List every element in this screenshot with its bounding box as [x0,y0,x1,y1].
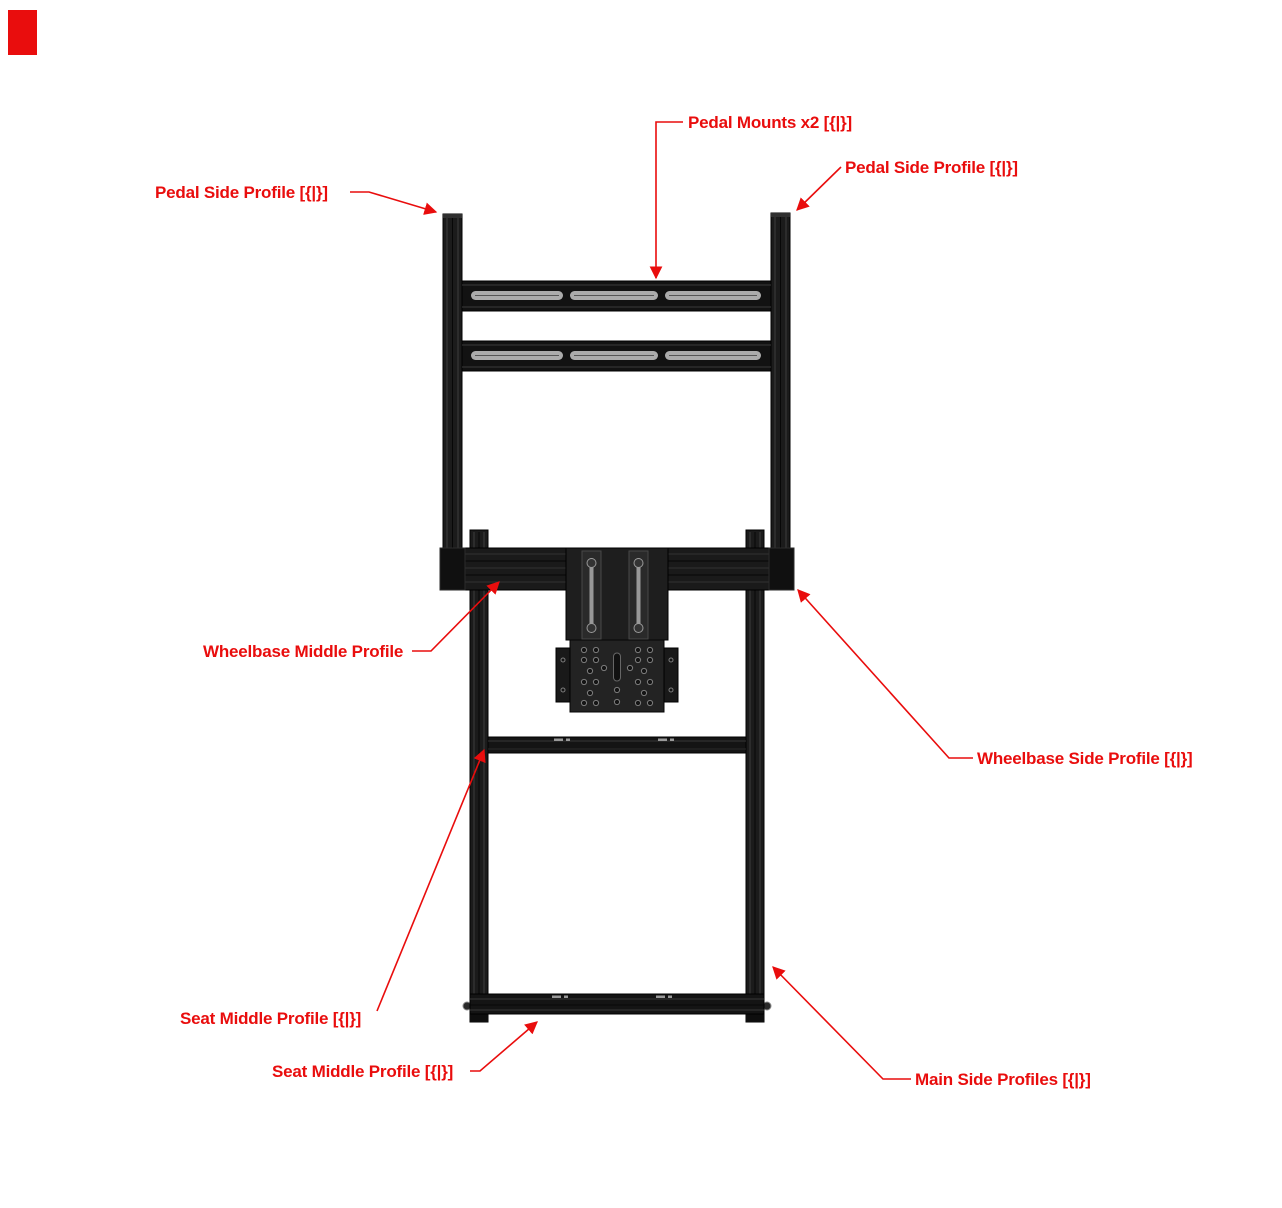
main-side-profile-right-part [745,529,772,1023]
pedal-side-profile-right-part [770,212,791,591]
label-pedal-side-profile-left: Pedal Side Profile [{|}] [155,183,328,202]
pedal-mount-crossbar-1 [461,280,772,312]
pedal-mount-crossbar-2 [461,340,772,372]
label-wheelbase-side-profile: Wheelbase Side Profile [{|}] [977,749,1193,768]
label-wheelbase-middle-profile: Wheelbase Middle Profile [203,642,404,661]
leader-pedal-side-left [350,191,438,215]
label-main-side-profiles: Main Side Profiles [{|}] [915,1070,1091,1089]
wheelbase-center-mount [555,547,679,713]
mount-rail-right [628,550,649,640]
leader-wheelbase-side [797,589,973,759]
mount-plate [555,639,679,713]
label-seat-middle-profile-lower: Seat Middle Profile [{|}] [272,1062,454,1081]
leader-seat-middle-upper [376,748,486,1012]
main-side-profile-left-part [462,529,489,1023]
pedal-side-profile-left-part [442,213,463,591]
mount-rail-left [581,550,602,640]
leader-main-side [772,966,911,1080]
mount-plate-holes [580,646,654,707]
corner-red-mark [8,10,37,55]
leader-pedal-side-right [796,166,842,211]
frame [439,212,795,1023]
annotation-leaders [350,121,973,1080]
seat-middle-crossbar [487,736,747,754]
label-pedal-mounts: Pedal Mounts x2 [{|}] [688,113,852,132]
label-pedal-side-profile-right: Pedal Side Profile [{|}] [845,158,1018,177]
label-seat-middle-profile-upper: Seat Middle Profile [{|}] [180,1009,362,1028]
leader-seat-middle-lower [470,1021,538,1072]
bottom-crossbar [469,993,765,1015]
leader-pedal-mounts [649,121,683,280]
leader-wheelbase-middle [412,581,500,652]
